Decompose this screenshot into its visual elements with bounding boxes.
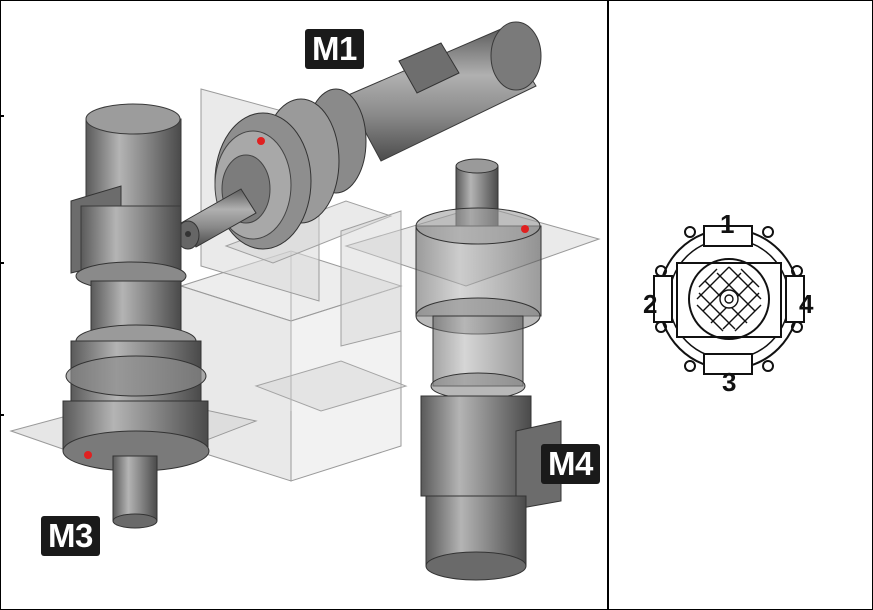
gearmotor-m4 xyxy=(415,158,562,581)
position-label-2: 2 xyxy=(643,289,658,319)
fan-grille xyxy=(696,266,762,332)
position-label-3: 3 xyxy=(722,367,737,397)
edge-tick xyxy=(0,262,4,264)
drain-marker-m3 xyxy=(84,451,92,459)
gearmotor-m1 xyxy=(176,21,542,250)
gearmotor-m3 xyxy=(62,103,210,529)
position-label-4: 4 xyxy=(799,289,814,319)
mounting-illustration: M1 M3 M4 xyxy=(1,1,607,608)
mount-label-m1: M1 xyxy=(305,29,364,69)
position-label-1: 1 xyxy=(720,209,735,239)
edge-tick xyxy=(0,414,4,416)
panel-divider xyxy=(607,0,609,610)
drain-marker-m1 xyxy=(257,137,265,145)
flange-top-view xyxy=(653,225,805,375)
mount-label-m3: M3 xyxy=(41,516,100,556)
edge-tick xyxy=(0,115,4,117)
gearmotor-drawing xyxy=(9,21,601,581)
mount-label-m4: M4 xyxy=(541,444,600,484)
terminal-position-diagram: 1 2 3 4 xyxy=(609,1,871,608)
drain-marker-m4 xyxy=(521,225,529,233)
